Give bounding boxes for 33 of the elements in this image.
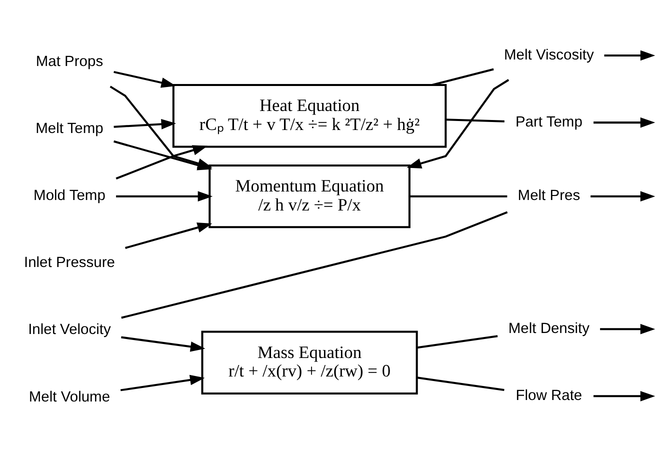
connector (432, 68, 494, 86)
node-box: Momentum Equation /z h v/z ÷= P/x (208, 164, 410, 228)
arrow (590, 190, 656, 201)
node-text: Inlet Pressure (24, 254, 115, 271)
connector (410, 194, 508, 197)
node-text: Melt Volume (28, 388, 110, 405)
connector (417, 376, 504, 390)
node-text: Mat Props (36, 53, 104, 70)
node-text: Melt Density (508, 320, 590, 336)
node-text: Flow Rate (516, 387, 582, 404)
arrow (604, 50, 656, 60)
arrow (594, 116, 656, 128)
node-text: Melt Temp (36, 120, 104, 137)
arrow (116, 144, 208, 179)
connector (417, 334, 498, 348)
node-text: Inlet Velocity (28, 322, 111, 338)
arrow (114, 70, 176, 88)
node-box: Heat Equation rCₚ T/t + v T/x ÷= k ²T/z² + hġ² (172, 84, 447, 148)
arrow (594, 390, 656, 401)
arrow (121, 336, 206, 352)
connector (121, 210, 508, 318)
arrow (600, 323, 656, 334)
node-text: Melt Viscosity (504, 46, 594, 63)
arrow (125, 222, 212, 248)
arrow (116, 190, 213, 201)
node-text: Melt Pres (518, 188, 580, 204)
arrow (120, 374, 205, 391)
arrow (406, 78, 510, 168)
connector (446, 118, 504, 122)
node-text: Mold Temp (34, 188, 106, 204)
node-box: Mass Equation r/t + /x(rv) + /z(rw) = 0 (201, 330, 418, 394)
arrow (114, 118, 176, 129)
node-text: Part Temp (515, 114, 582, 130)
